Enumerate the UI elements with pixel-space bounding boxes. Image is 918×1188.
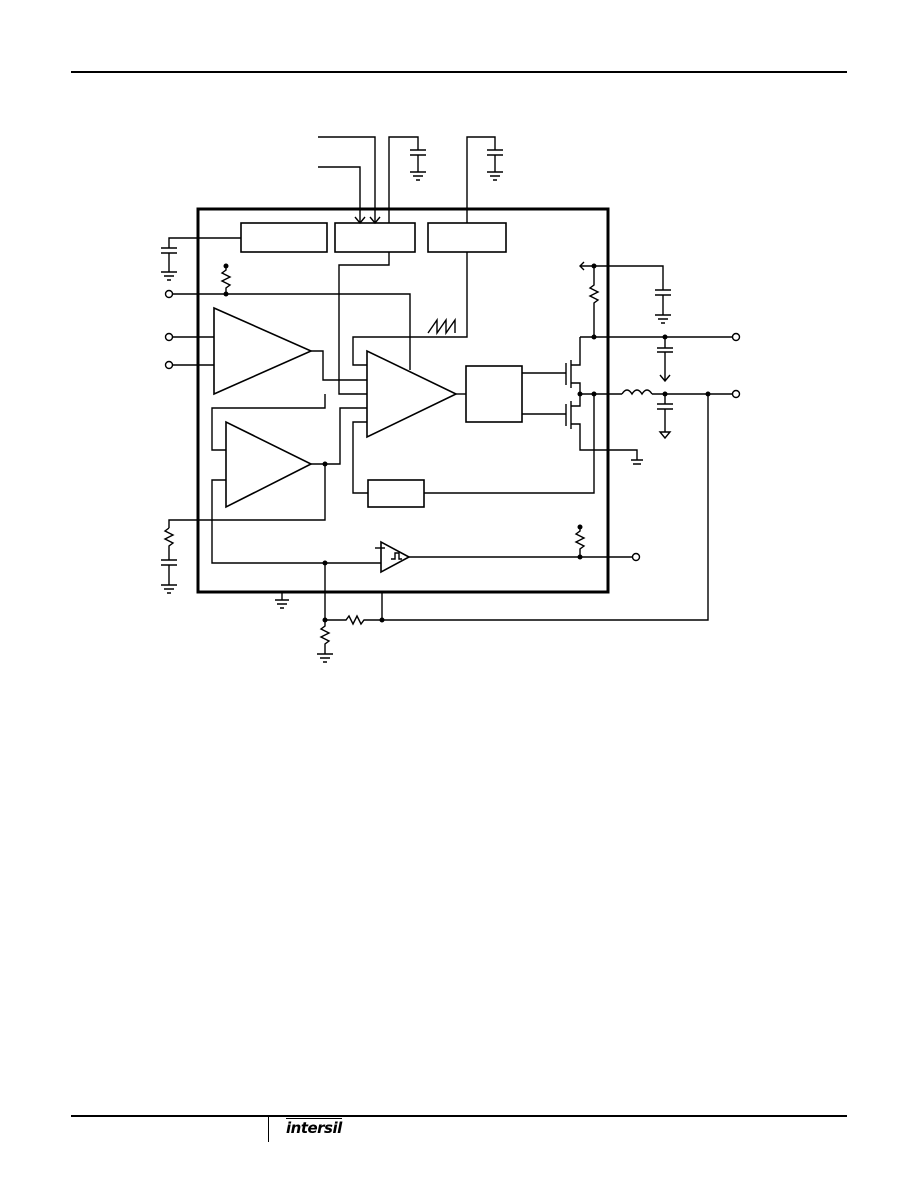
pin-left-1 [164, 289, 174, 299]
hysteresis-icon [391, 552, 402, 560]
wire-amp2-out [325, 407, 367, 465]
wire-comp-pin [168, 519, 212, 528]
ground-icon [631, 459, 643, 465]
wire-top-cap-2 [466, 136, 496, 223]
error-amplifier-lower [225, 420, 313, 509]
junction-dot [577, 391, 583, 397]
pwm-comparator [366, 349, 458, 439]
resistor-icon [574, 527, 586, 557]
wire-top-input-2 [318, 166, 361, 223]
pin-vin [731, 332, 741, 342]
capacitor-icon [487, 149, 503, 181]
block-top-middle [334, 222, 416, 253]
junction-dot [577, 554, 583, 560]
ic-boundary [196, 207, 610, 594]
resistor-icon [220, 266, 232, 294]
high-side-mosfet [522, 337, 581, 394]
sawtooth-icon [427, 317, 456, 336]
header-rule [71, 71, 847, 73]
wire-left-pin-1 [173, 293, 411, 370]
resistor-icon [588, 266, 600, 337]
pin-left-3 [164, 360, 174, 370]
wire-ramp [352, 252, 468, 366]
capacitor-icon [161, 247, 177, 281]
rc-network-icon [161, 527, 177, 594]
junction-dot [223, 291, 229, 297]
wire-feedback-divider [324, 394, 709, 626]
output-capacitor-icon [657, 394, 673, 440]
footer-rule [71, 1115, 847, 1117]
wire-top-cap-1 [388, 136, 419, 223]
input-capacitor-icon [657, 337, 673, 383]
wire-amp1-out [311, 350, 367, 381]
error-amplifier-upper [213, 306, 313, 396]
pin-left-2 [164, 332, 174, 342]
arrow-down-icon [369, 216, 381, 225]
capacitor-icon [410, 149, 426, 181]
wire-fb-to-pgood [211, 520, 381, 564]
block-top-right [427, 222, 507, 253]
footer-divider [268, 1117, 269, 1142]
wire-amp-inputs [173, 336, 214, 366]
arrow-down-icon [354, 216, 366, 225]
inductor-icon [621, 389, 653, 396]
pin-pgood [631, 552, 641, 562]
pin-vout [731, 389, 741, 399]
wire-top-input-1 [318, 136, 376, 223]
wire-amp2-feedback [211, 394, 326, 451]
arrow-left-icon [579, 261, 585, 271]
wire-ref-to-comparator [338, 252, 390, 395]
ground-icon [275, 592, 289, 609]
wire-sense-in [352, 421, 368, 494]
intersil-logo: intersil [286, 1118, 342, 1137]
junction-dot [379, 617, 385, 623]
capacitor-icon [655, 289, 671, 324]
resistor-to-ground-icon [317, 620, 333, 663]
wire-left-cap [168, 237, 241, 248]
block-top-left [240, 222, 328, 253]
gate-driver-block [465, 365, 523, 423]
current-sense-block [367, 479, 425, 508]
low-side-mosfet [522, 394, 638, 460]
wire-sense-feedback [424, 394, 595, 494]
wire-vcc [580, 265, 664, 290]
